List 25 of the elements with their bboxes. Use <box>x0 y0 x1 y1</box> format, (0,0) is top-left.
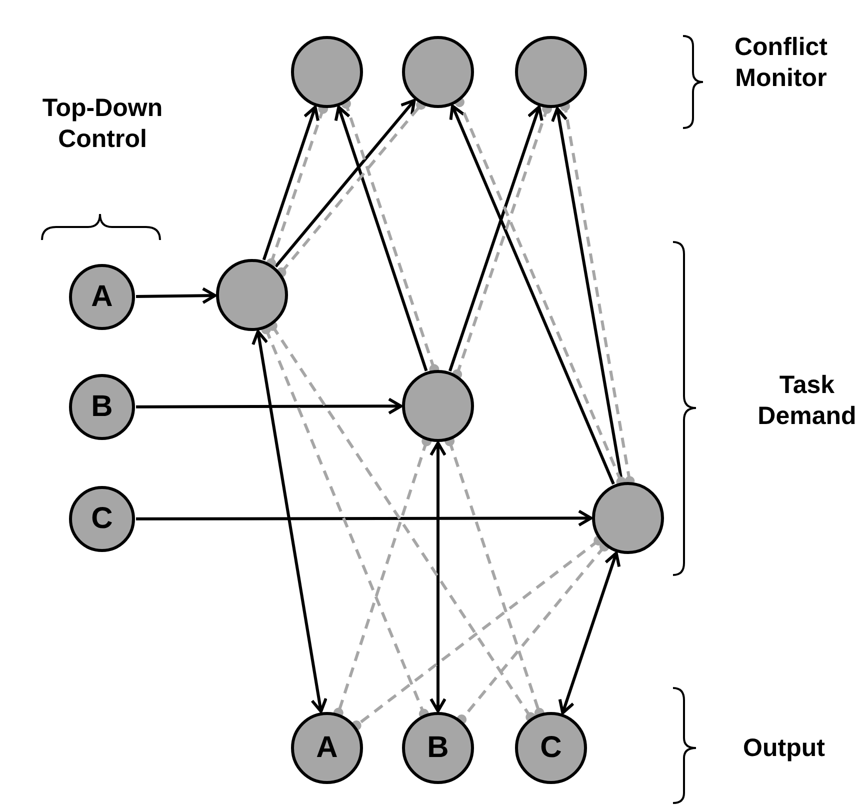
dashed-connector <box>333 436 432 718</box>
arrow <box>558 552 621 714</box>
node-label: C <box>91 504 113 534</box>
arrow <box>430 442 446 712</box>
node-label: C <box>540 733 562 763</box>
arrow <box>136 398 402 415</box>
arrow <box>448 106 544 372</box>
arrow <box>334 106 428 372</box>
node-label: A <box>91 282 113 312</box>
node-label: B <box>427 733 449 763</box>
group-label: Top-Down Control <box>41 93 164 156</box>
node-label: A <box>316 733 338 763</box>
group-label: Output <box>742 733 826 764</box>
group-label: Conflict Monitor <box>733 32 829 94</box>
node-label: B <box>91 392 113 422</box>
dashed-connector <box>444 436 544 718</box>
arrow <box>136 287 216 304</box>
dashed-connector <box>351 536 604 730</box>
dashed-connector <box>267 320 536 722</box>
node-circle <box>216 259 288 331</box>
arrow <box>252 330 328 713</box>
group-label: Task Demand <box>756 370 858 432</box>
arrow <box>136 510 592 527</box>
dashed-connector <box>456 542 610 724</box>
arrow <box>262 106 320 260</box>
